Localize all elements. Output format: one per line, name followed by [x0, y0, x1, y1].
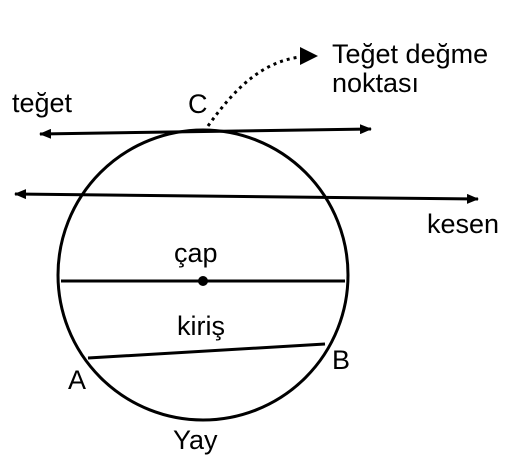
tangent-point-label-line1: Teğet değme [332, 39, 488, 69]
secant-label: kesen [427, 209, 499, 239]
arc-label: Yay [173, 425, 218, 455]
point-b-label: B [332, 345, 350, 375]
tangent-line [39, 124, 372, 139]
chord-line [87, 342, 326, 360]
tangent-point-label-line2: noktası [332, 68, 419, 98]
diameter-label: çap [174, 238, 218, 268]
tangent-label: teğet [12, 88, 73, 118]
pointer-arrowhead [300, 47, 318, 65]
tangent-point-pointer [206, 55, 301, 127]
circle [56, 128, 350, 422]
point-c-label: C [188, 89, 208, 119]
secant-line [14, 189, 479, 204]
point-a-label: A [68, 365, 86, 395]
center-point [198, 276, 208, 286]
chord-label: kiriş [177, 311, 225, 341]
